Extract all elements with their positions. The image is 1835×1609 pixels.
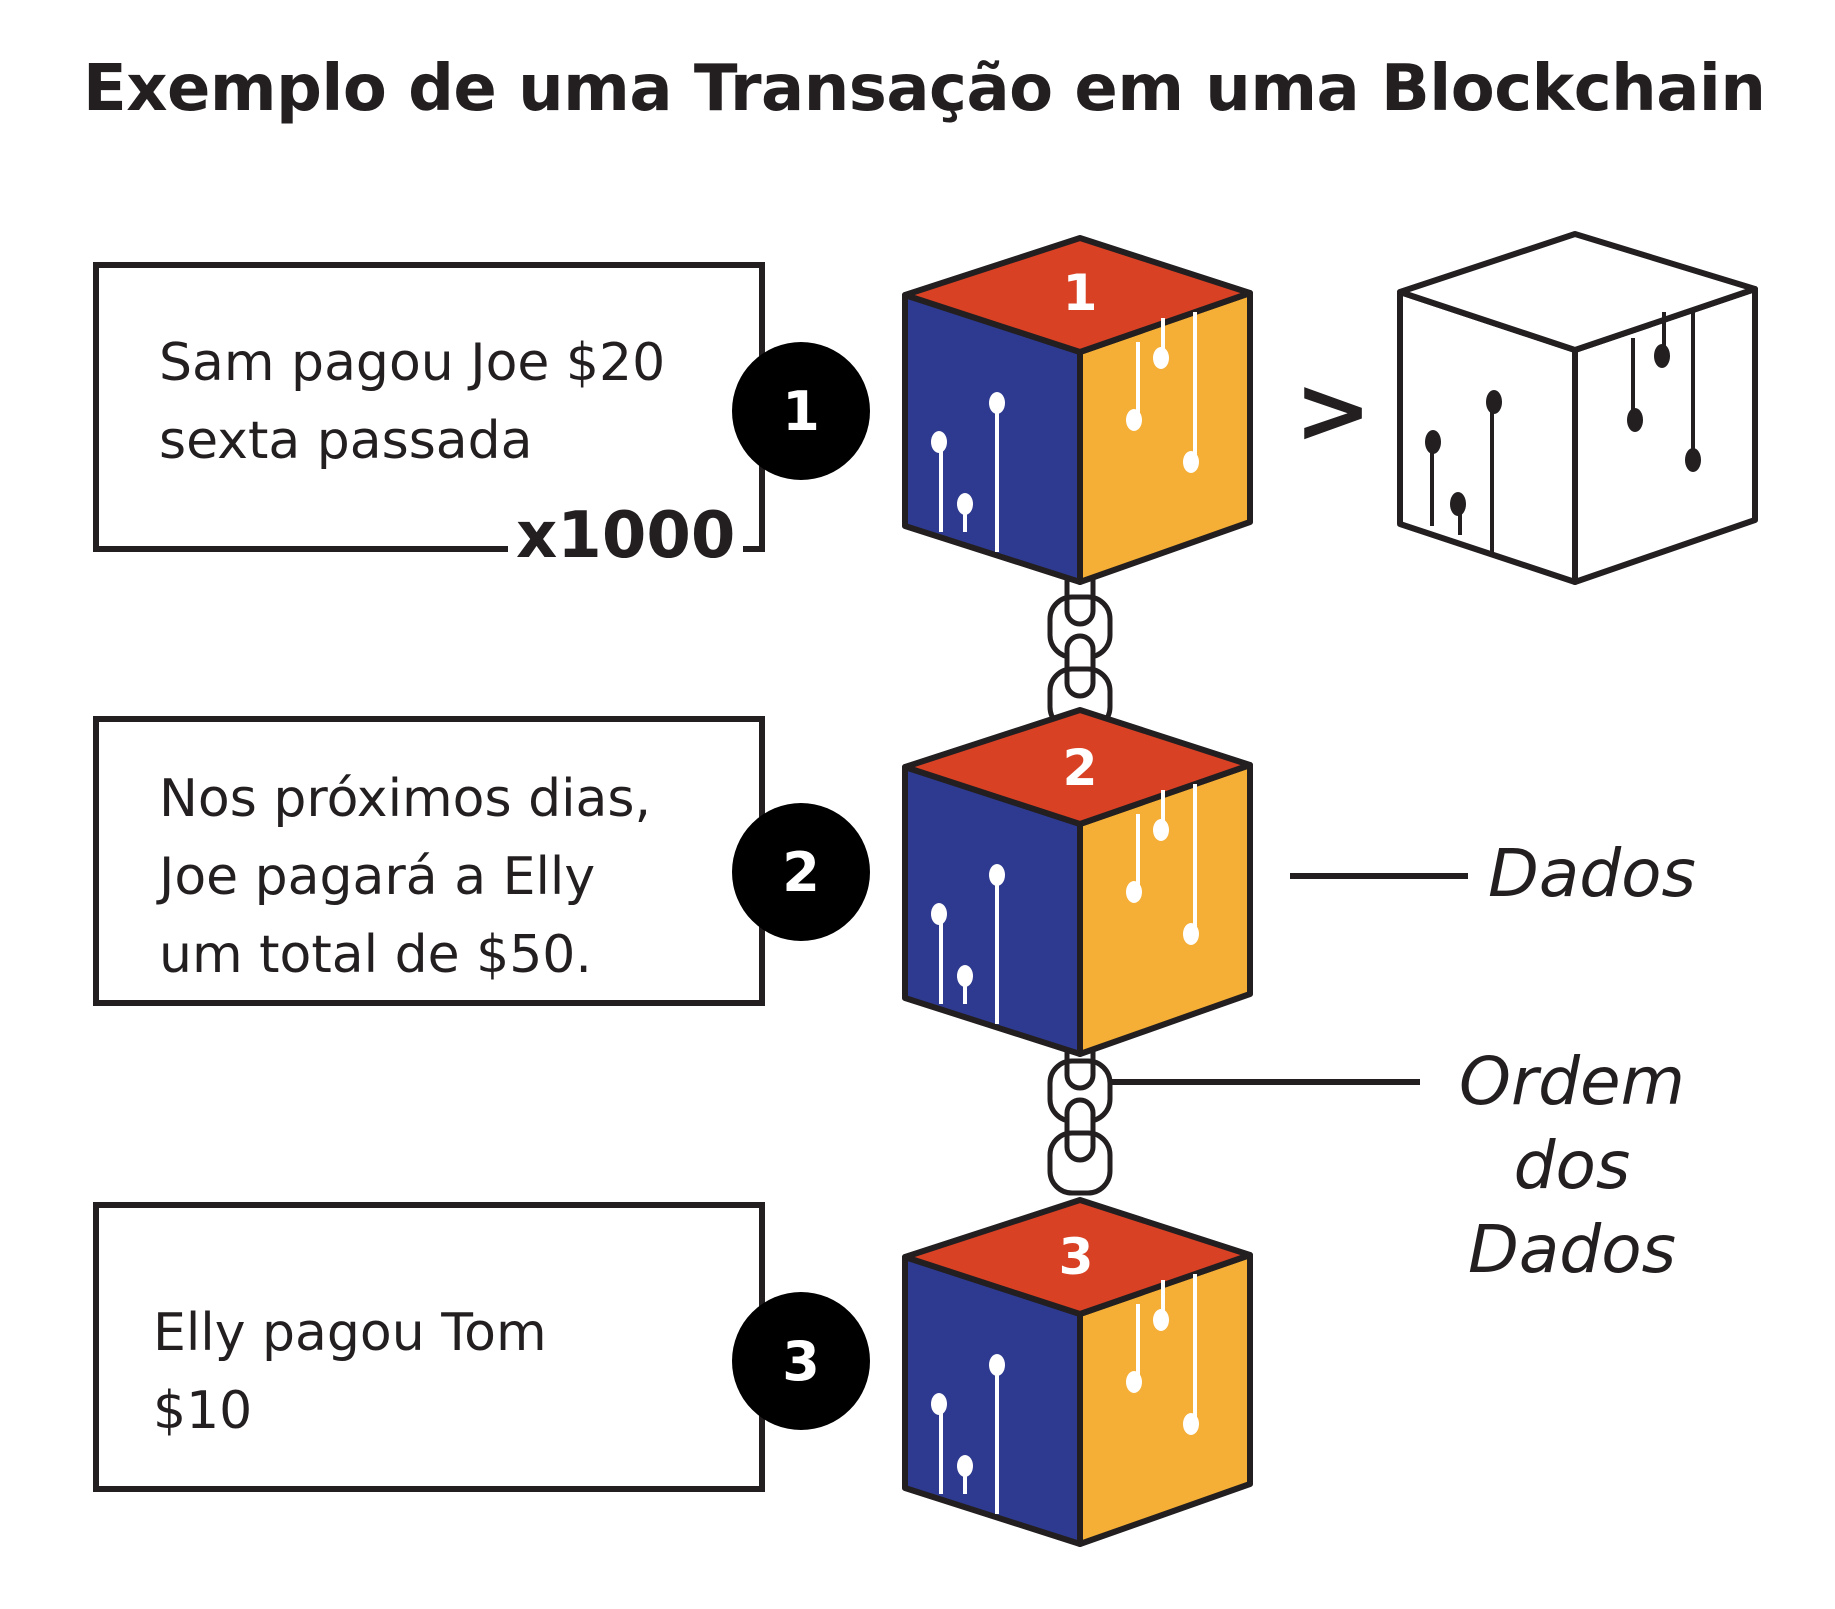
block-cube-1: [902, 235, 1253, 585]
order-label: Ordem dos Dados: [1459, 1043, 1685, 1288]
block-number-1: 1: [1063, 264, 1098, 322]
page-title: Exemplo de uma Transação em uma Blockcha…: [83, 52, 1766, 126]
block-number-2: 2: [1063, 739, 1098, 797]
transaction-box-2: Nos próximos dias, Joe pagará a Elly um …: [93, 716, 765, 1006]
outline-cube-icon: [1397, 231, 1758, 585]
block-cube-2: [902, 707, 1253, 1057]
transaction-text-3: Elly pagou Tom $10: [153, 1303, 547, 1441]
multiplier-label: x1000: [508, 496, 744, 576]
chain-link-icon-1: [1050, 564, 1110, 729]
comparison-symbol: >: [1294, 357, 1371, 464]
step-badge-2: 2: [732, 803, 870, 941]
data-label: Dados: [1488, 835, 1696, 912]
transaction-text-1: Sam pagou Joe $20 sexta passada: [159, 333, 666, 471]
transaction-box-3: Elly pagou Tom $10: [93, 1202, 765, 1492]
block-cube-3: [902, 1197, 1253, 1547]
block-number-3: 3: [1059, 1228, 1094, 1286]
transaction-text-2: Nos próximos dias, Joe pagará a Elly um …: [159, 769, 652, 985]
step-badge-1: 1: [732, 342, 870, 480]
transaction-box-1: Sam pagou Joe $20 sexta passada: [93, 262, 765, 552]
step-badge-3: 3: [732, 1292, 870, 1430]
